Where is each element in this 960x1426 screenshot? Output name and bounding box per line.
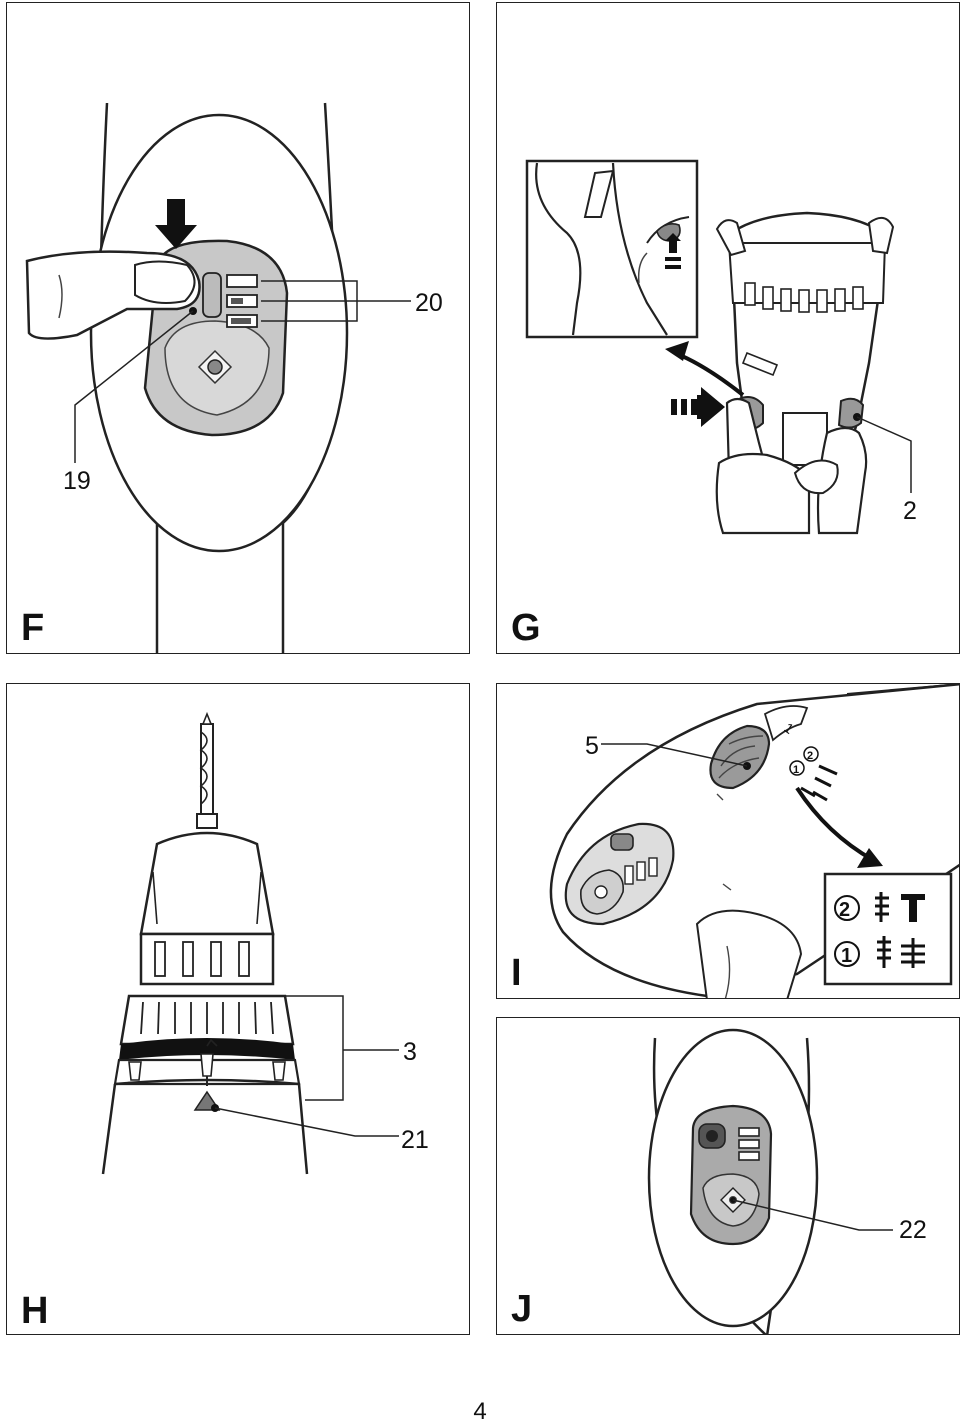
callout-5: 5 xyxy=(585,732,599,760)
panel-i: 1 2 1 2 1 5 I xyxy=(496,683,960,999)
callout-21: 21 xyxy=(401,1126,429,1154)
panel-h: 3 21 H xyxy=(6,683,470,1335)
page-number: 4 xyxy=(473,1398,487,1425)
dial-low-number: 1 xyxy=(793,764,799,776)
panel-g: 2 G xyxy=(496,2,960,654)
direction-switch-illustration xyxy=(525,159,912,535)
panel-label-g: G xyxy=(511,607,541,649)
drill-bit-icon xyxy=(875,892,891,968)
battery-check-illustration xyxy=(25,102,411,653)
panel-f: 20 19 F xyxy=(6,2,470,654)
screw-icon xyxy=(901,894,925,968)
work-light-illustration xyxy=(647,1028,893,1334)
callout-19: 19 xyxy=(63,467,91,495)
torque-setting-illustration xyxy=(101,711,399,1175)
gear-high-number: 2 xyxy=(839,899,850,921)
gear-selector-illustration: 1 2 1 2 1 xyxy=(549,684,959,998)
gear-low-number: 1 xyxy=(841,945,852,967)
panel-label-f: F xyxy=(21,607,45,649)
callout-2: 2 xyxy=(903,497,917,525)
callout-20: 20 xyxy=(415,289,443,317)
panel-label-j: J xyxy=(511,1288,533,1330)
panel-label-i: I xyxy=(511,952,522,994)
dial-high-number: 2 xyxy=(807,750,813,762)
callout-22: 22 xyxy=(899,1216,927,1244)
panel-j: 22 J xyxy=(496,1017,960,1335)
panel-label-h: H xyxy=(21,1290,49,1332)
callout-3: 3 xyxy=(403,1038,417,1066)
